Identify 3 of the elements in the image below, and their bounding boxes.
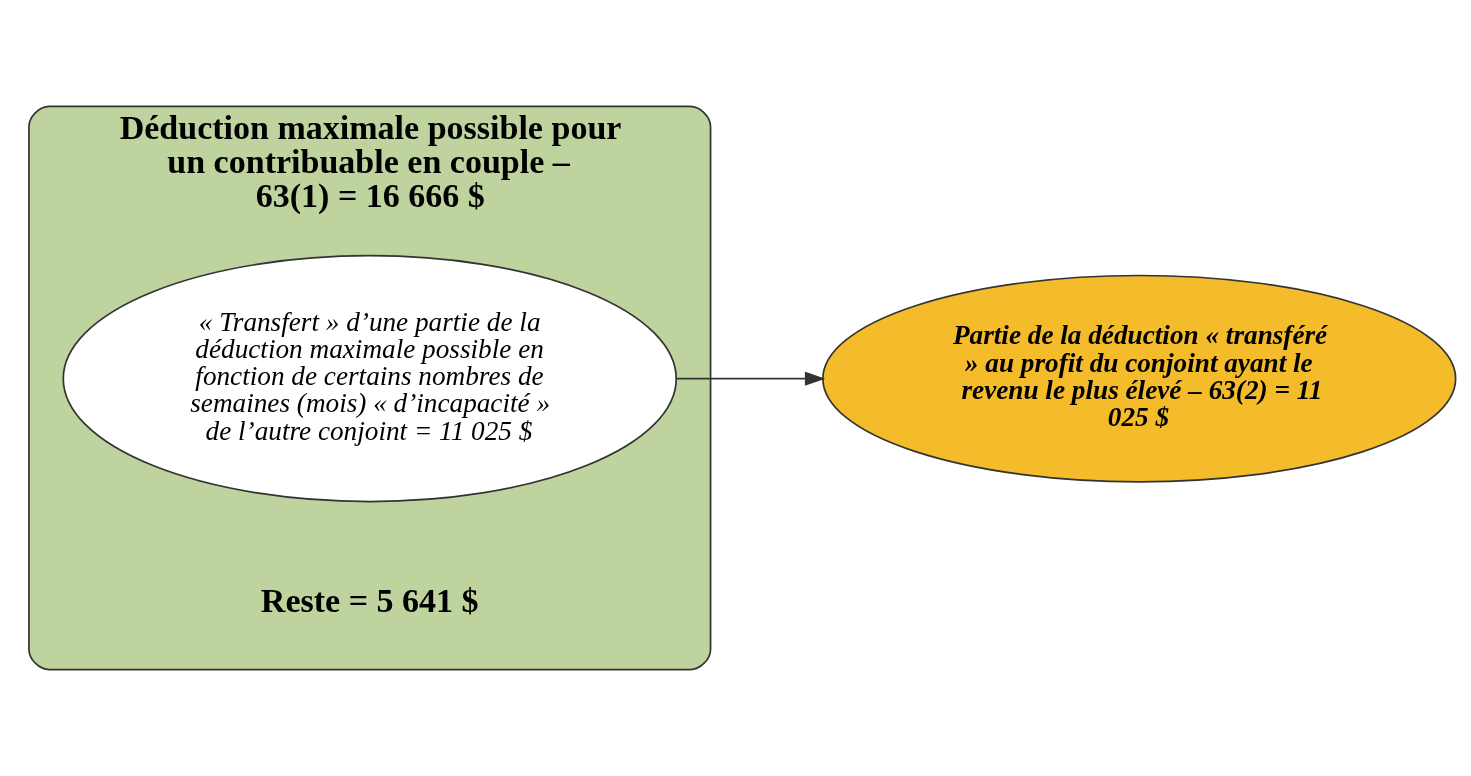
- node-ellipse: Partie de la déduction « transféré » au profit du conjoint ayant le revenu le plus élevé – 63(2) = 11 025 $: [822, 274, 1457, 483]
- arrow: [676, 371, 826, 386]
- node-ellipse: « Transfert » d’une partie de la déduction maximale possible en fonction de certains nombres de semaines (mois) « d’incapacité » de l’autre conjoint = 11 025 $: [62, 254, 678, 503]
